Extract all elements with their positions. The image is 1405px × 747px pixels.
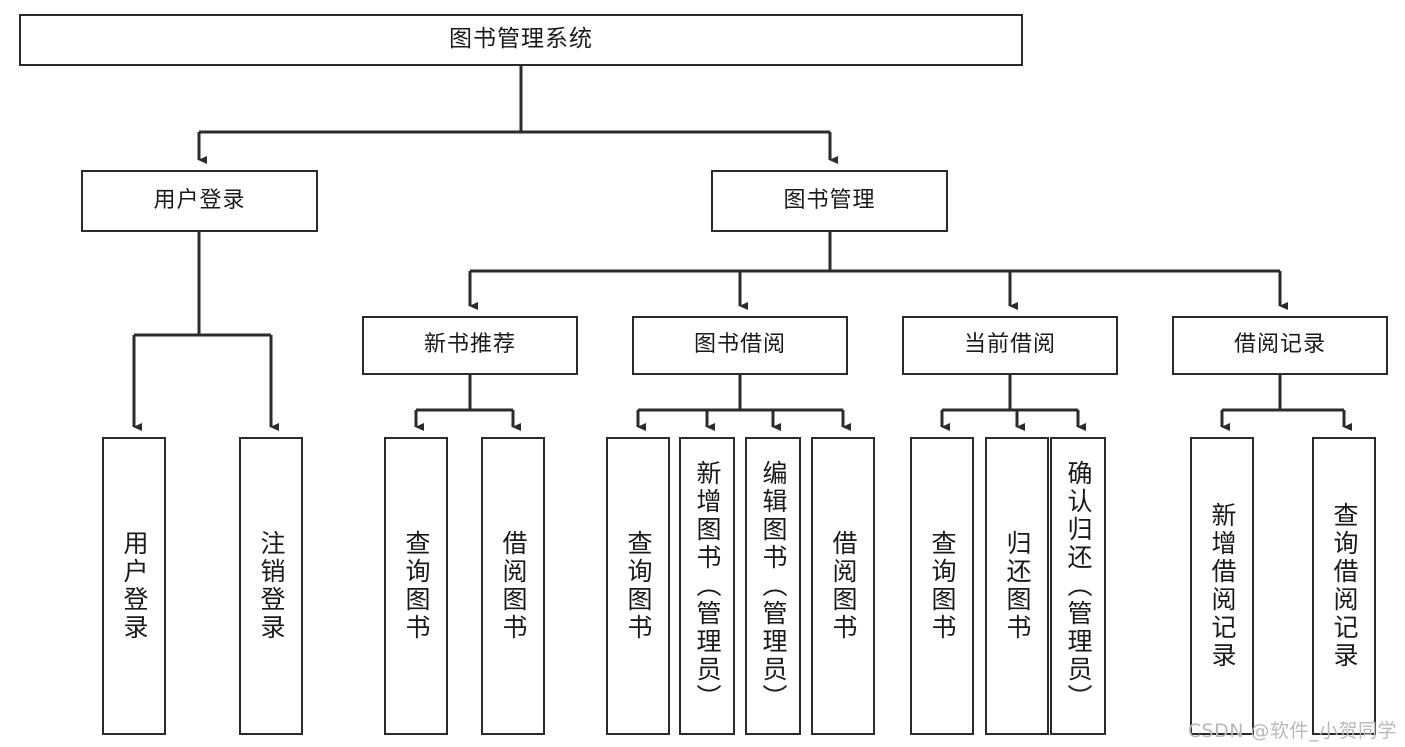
- leaf-add-record-label: 新增借阅记录: [1208, 502, 1237, 670]
- leaf-return-book[interactable]: 归还图书: [985, 437, 1049, 735]
- node-book-borrow-label: 图书借阅: [693, 332, 786, 358]
- watermark: CSDN @软件_小贺同学: [1187, 720, 1397, 742]
- node-current-borrow[interactable]: 当前借阅: [902, 316, 1118, 375]
- node-new-book-recommend-label: 新书推荐: [423, 332, 516, 358]
- leaf-confirm-return-label: 确认归还（管理员）: [1064, 460, 1093, 712]
- node-book-manage-label: 图书管理: [783, 187, 876, 213]
- leaf-add-record[interactable]: 新增借阅记录: [1190, 437, 1254, 735]
- leaf-query-book-2-label: 查询图书: [624, 530, 653, 642]
- leaf-borrow-book-2-label: 借阅图书: [829, 530, 858, 642]
- node-user-login-label: 用户登录: [153, 187, 246, 213]
- leaf-add-book-label: 新增图书（管理员）: [693, 460, 722, 712]
- node-book-manage[interactable]: 图书管理: [711, 170, 948, 232]
- leaf-logout[interactable]: 注销登录: [239, 437, 303, 735]
- leaf-edit-book-label: 编辑图书（管理员）: [759, 460, 788, 712]
- node-current-borrow-label: 当前借阅: [963, 332, 1056, 358]
- leaf-query-book-2[interactable]: 查询图书: [606, 437, 670, 735]
- node-book-borrow[interactable]: 图书借阅: [632, 316, 848, 375]
- node-borrow-record-label: 借阅记录: [1233, 332, 1326, 358]
- leaf-query-record-label: 查询借阅记录: [1330, 502, 1359, 670]
- leaf-user-login[interactable]: 用户登录: [102, 437, 166, 735]
- leaf-user-login-label: 用户登录: [120, 530, 149, 642]
- leaf-query-book-1[interactable]: 查询图书: [384, 437, 448, 735]
- leaf-return-book-label: 归还图书: [1003, 530, 1032, 642]
- node-borrow-record[interactable]: 借阅记录: [1172, 316, 1388, 375]
- leaf-confirm-return[interactable]: 确认归还（管理员）: [1050, 437, 1106, 735]
- leaf-query-book-3[interactable]: 查询图书: [910, 437, 974, 735]
- leaf-borrow-book-2[interactable]: 借阅图书: [811, 437, 875, 735]
- leaf-logout-label: 注销登录: [257, 530, 286, 642]
- leaf-edit-book[interactable]: 编辑图书（管理员）: [745, 437, 801, 735]
- node-new-book-recommend[interactable]: 新书推荐: [362, 316, 578, 375]
- leaf-query-book-3-label: 查询图书: [928, 530, 957, 642]
- leaf-add-book[interactable]: 新增图书（管理员）: [679, 437, 735, 735]
- leaf-borrow-book-1-label: 借阅图书: [499, 530, 528, 642]
- node-root[interactable]: 图书管理系统: [19, 14, 1023, 66]
- leaf-query-record[interactable]: 查询借阅记录: [1312, 437, 1376, 735]
- node-user-login[interactable]: 用户登录: [81, 170, 318, 232]
- leaf-borrow-book-1[interactable]: 借阅图书: [481, 437, 545, 735]
- node-root-label: 图书管理系统: [449, 26, 593, 53]
- leaf-query-book-1-label: 查询图书: [402, 530, 431, 642]
